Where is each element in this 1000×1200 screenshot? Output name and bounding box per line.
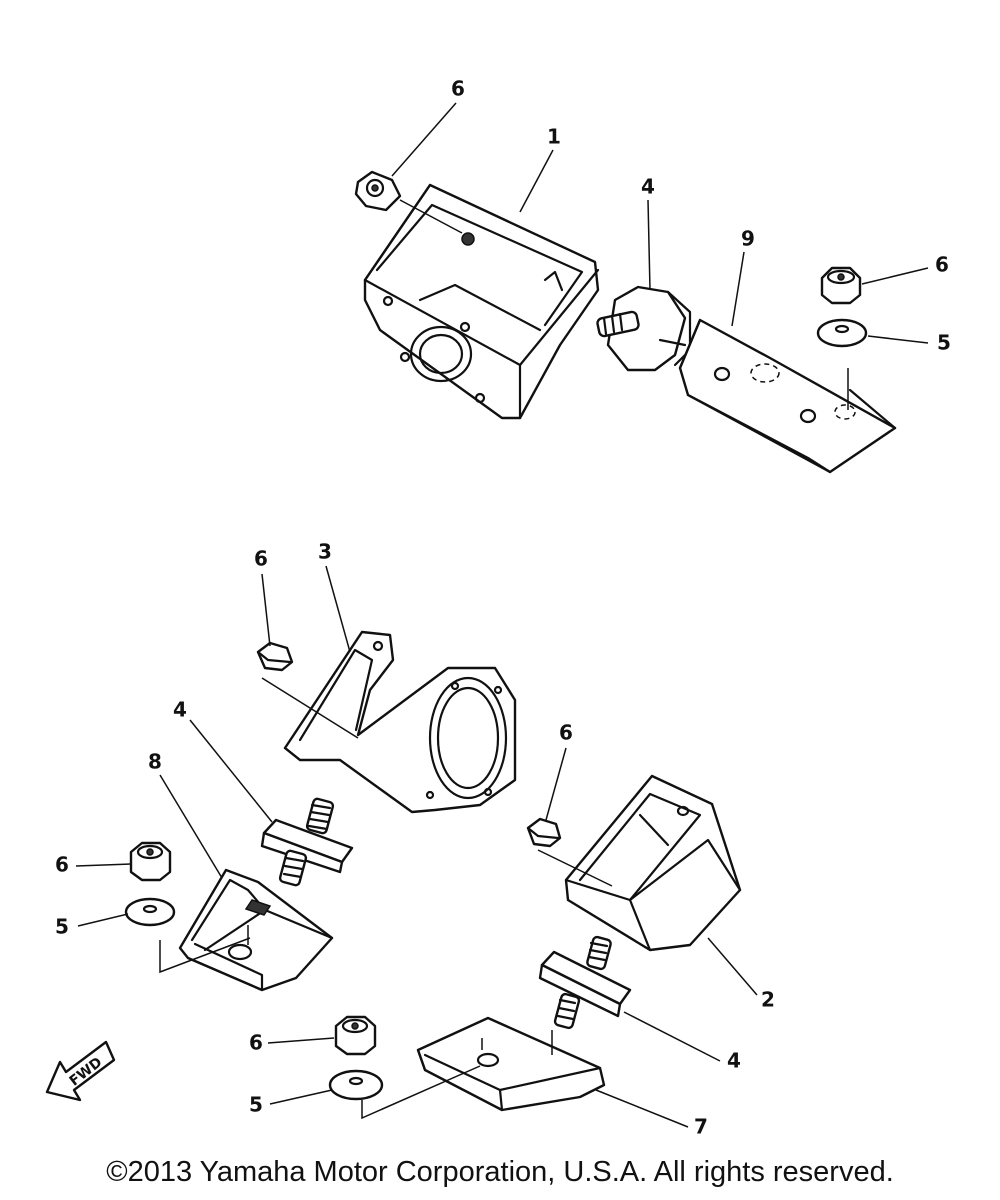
callout-6: 6 bbox=[559, 721, 573, 745]
part-6-nut-bottom bbox=[334, 1015, 377, 1056]
part-5-washer-upper bbox=[816, 318, 868, 348]
part-5-washer-bottom bbox=[328, 1065, 481, 1120]
part-3-bracket bbox=[283, 630, 517, 814]
part-7-lower-plate bbox=[416, 1016, 606, 1112]
part-6-nut-lower-left bbox=[129, 841, 172, 882]
callout-2: 2 bbox=[761, 988, 775, 1012]
callout-1: 1 bbox=[547, 125, 561, 149]
callout-3: 3 bbox=[318, 540, 332, 564]
part-8-lower-mount bbox=[178, 868, 334, 992]
callout-6: 6 bbox=[55, 853, 69, 877]
callout-9: 9 bbox=[741, 227, 755, 251]
part-1-main-bracket bbox=[363, 183, 600, 420]
part-6-nut-lower-right-small bbox=[526, 817, 613, 887]
callout-6: 6 bbox=[935, 253, 949, 277]
copyright-notice: ©2013 Yamaha Motor Corporation, U.S.A. A… bbox=[106, 1156, 894, 1188]
part-5-washer-lower-left bbox=[124, 897, 251, 974]
leader-lines bbox=[75, 102, 929, 1128]
callout-7: 7 bbox=[694, 1115, 708, 1139]
callout-8: 8 bbox=[148, 750, 162, 774]
part-2-bracket bbox=[564, 774, 742, 952]
callout-5: 5 bbox=[249, 1093, 263, 1117]
callout-labels: 6 1 4 9 6 5 6 3 4 8 6 5 6 2 4 6 5 7 bbox=[55, 77, 951, 1139]
callout-4: 4 bbox=[173, 698, 187, 722]
callout-5: 5 bbox=[937, 331, 951, 355]
callout-5: 5 bbox=[55, 915, 69, 939]
part-4-damper-upper bbox=[596, 285, 692, 372]
part-6-nut-lower-left-small bbox=[256, 641, 359, 739]
part-6-nut-upper-right bbox=[820, 266, 862, 305]
callout-6: 6 bbox=[249, 1031, 263, 1055]
part-9-mount-plate bbox=[678, 318, 897, 474]
part-4-damper-lower-right bbox=[538, 935, 632, 1030]
fwd-arrow-icon: FWD bbox=[45, 1040, 116, 1102]
part-4-damper-lower-left bbox=[260, 797, 354, 887]
callout-4: 4 bbox=[727, 1049, 741, 1073]
callout-6: 6 bbox=[254, 547, 268, 571]
part-6-nut-upper-left bbox=[354, 170, 463, 234]
callout-6: 6 bbox=[451, 77, 465, 101]
callout-4: 4 bbox=[641, 175, 655, 199]
